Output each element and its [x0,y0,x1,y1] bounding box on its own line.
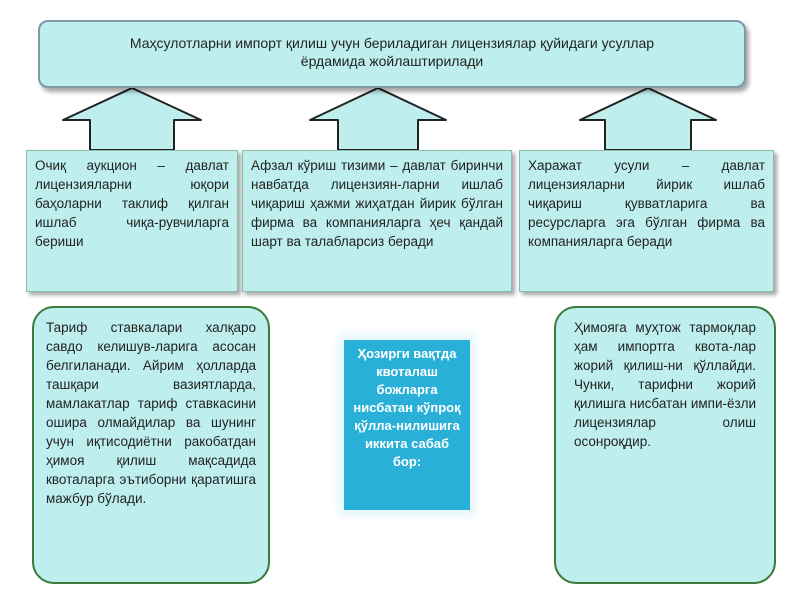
top-header-box: Маҳсулотларни импорт қилиш учун берилади… [38,20,746,88]
tariff-rates-text: Тариф ставкалари халқаро савдо келишув-л… [46,320,256,506]
method-preference-system-text: Афзал кўриш тизими – давлат биринчи навб… [251,158,503,249]
up-arrow-center [309,87,447,151]
up-arrow-right [579,87,717,151]
reasons-center-text: Ҳозирги вақтда квоталаш божларга нисбата… [353,346,461,469]
top-header-text: Маҳсулотларни импорт қилиш учун берилади… [129,35,655,69]
method-preference-system-box: Афзал кўриш тизими – давлат биринчи навб… [242,150,512,292]
protection-industries-text: Ҳимояга муҳтож тармоқлар ҳам импортга кв… [574,320,756,449]
tariff-rates-box: Тариф ставкалари халқаро савдо келишув-л… [32,306,270,584]
method-cost-box: Харажат усули – давлат лицензияларни йир… [519,150,774,292]
reasons-center-box: Ҳозирги вақтда квоталаш божларга нисбата… [344,340,470,510]
method-cost-text: Харажат усули – давлат лицензияларни йир… [528,158,765,249]
method-open-auction-text: Очиқ аукцион – давлат лицензияларни юқор… [35,158,229,249]
protection-industries-box: Ҳимояга муҳтож тармоқлар ҳам импортга кв… [554,306,776,584]
method-open-auction-box: Очиқ аукцион – давлат лицензияларни юқор… [26,150,238,292]
up-arrow-left [62,87,202,151]
